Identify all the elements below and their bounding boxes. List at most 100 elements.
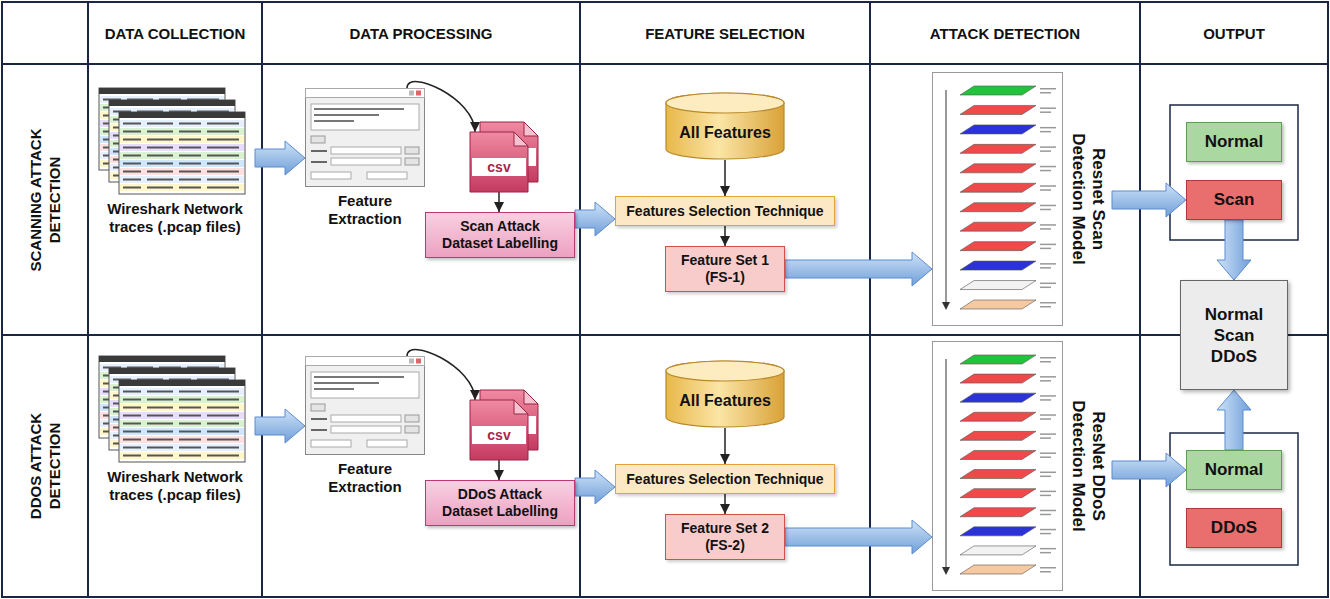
node-label: Feature Extraction — [305, 192, 425, 228]
packet-field — [179, 439, 201, 441]
layer-tag — [1040, 571, 1051, 573]
text-line — [311, 429, 327, 431]
packet-field — [123, 431, 141, 433]
network-layer — [960, 565, 1036, 574]
block-arrow — [1112, 453, 1186, 487]
packet-field — [147, 187, 173, 189]
packet-field — [179, 455, 201, 457]
packet-field — [123, 139, 141, 141]
node-label: Normal — [1197, 132, 1271, 152]
text-line — [314, 388, 354, 390]
text-line — [311, 150, 327, 152]
network-layer — [960, 546, 1036, 555]
text-field — [331, 426, 401, 433]
text-line — [314, 376, 404, 378]
node-label: Wireshark Network traces (.pcap files) — [95, 468, 255, 504]
network-layer — [960, 412, 1036, 421]
text-line — [314, 108, 404, 110]
packet-row — [120, 136, 244, 143]
figure-frame — [933, 342, 1063, 591]
database-cylinder: All Features — [665, 360, 785, 428]
packet-row — [120, 152, 244, 159]
layer-tag — [1040, 127, 1056, 129]
node-label: DDoS — [1197, 518, 1271, 538]
block-arrow — [255, 409, 305, 443]
column-header: DATA PROCESSING — [271, 24, 571, 43]
node-label: Normal Scan DDoS — [1195, 304, 1273, 367]
screen-bar — [119, 112, 245, 118]
title-bar — [306, 357, 425, 366]
packet-field — [179, 391, 201, 393]
output-frame — [1170, 433, 1298, 565]
packet-field — [123, 391, 141, 393]
window-button — [416, 359, 421, 364]
node-label: Features Selection Technique — [626, 471, 824, 488]
packet-row — [120, 120, 244, 127]
layer-tag — [1040, 357, 1056, 359]
packet-field — [123, 439, 141, 441]
node-label: Wireshark Network traces (.pcap files) — [95, 200, 255, 236]
database-cylinder: All Features — [665, 92, 785, 160]
column-rule — [87, 2, 89, 597]
class-box: Normal — [1186, 122, 1282, 162]
packet-field — [147, 439, 173, 441]
network-layer — [960, 164, 1036, 173]
screen-frame — [119, 380, 245, 462]
packet-field — [207, 439, 239, 441]
packet-row — [120, 452, 244, 459]
packet-field — [147, 431, 173, 433]
node-label: Feature Set 1 (FS-1) — [676, 252, 774, 286]
packet-field — [179, 447, 201, 449]
button — [311, 404, 325, 411]
layer-tag — [1040, 380, 1051, 382]
layer-tag — [1040, 510, 1056, 512]
process-box: Features Selection Technique — [615, 464, 835, 494]
flow-arrow — [724, 160, 726, 196]
screen-bar — [109, 100, 235, 106]
network-layer — [960, 527, 1036, 536]
column-rule — [1139, 2, 1141, 597]
column-rule — [261, 2, 263, 597]
network-layer — [960, 242, 1036, 251]
block-arrow — [255, 141, 305, 175]
layer-tag — [1040, 476, 1051, 478]
packet-field — [207, 447, 239, 449]
window-button — [416, 91, 421, 96]
packet-field — [207, 131, 239, 133]
layer-tag — [1040, 414, 1056, 416]
layer-tag — [1040, 107, 1056, 109]
labelling-box: DDoS Attack Dataset Labelling — [425, 480, 575, 526]
layer-tag — [1040, 456, 1051, 458]
page-fold — [524, 122, 538, 136]
packet-row — [120, 420, 244, 427]
button — [405, 426, 419, 433]
network-layer — [960, 470, 1036, 479]
packet-field — [179, 423, 201, 425]
layer-tag — [1040, 552, 1051, 554]
layer-tag — [1040, 418, 1051, 420]
layer-tag — [1040, 267, 1051, 269]
layer-tag — [1040, 209, 1051, 211]
screen-bar — [99, 356, 225, 362]
packet-field — [147, 447, 173, 449]
packet-field — [147, 179, 173, 181]
layer-tag — [1040, 302, 1056, 304]
packet-row — [120, 160, 244, 167]
layer-tag — [1040, 88, 1056, 90]
layer-tag — [1040, 495, 1051, 497]
capture-stack — [95, 356, 255, 466]
layer-tag — [1040, 548, 1056, 550]
packet-field — [179, 131, 201, 133]
packet-row — [120, 128, 244, 135]
packet-field — [207, 179, 239, 181]
layer-tag — [1040, 205, 1056, 207]
row-rule — [2, 334, 1328, 336]
node-label: Feature Set 2 (FS-2) — [676, 520, 774, 554]
model-illustration: ResNet DDoS Detection Model — [932, 341, 1112, 591]
layer-tag — [1040, 166, 1056, 168]
figure-frame — [933, 73, 1063, 326]
packet-row — [120, 396, 244, 403]
packet-field — [147, 139, 173, 141]
layer-tag — [1040, 92, 1051, 94]
text-field — [367, 440, 407, 447]
